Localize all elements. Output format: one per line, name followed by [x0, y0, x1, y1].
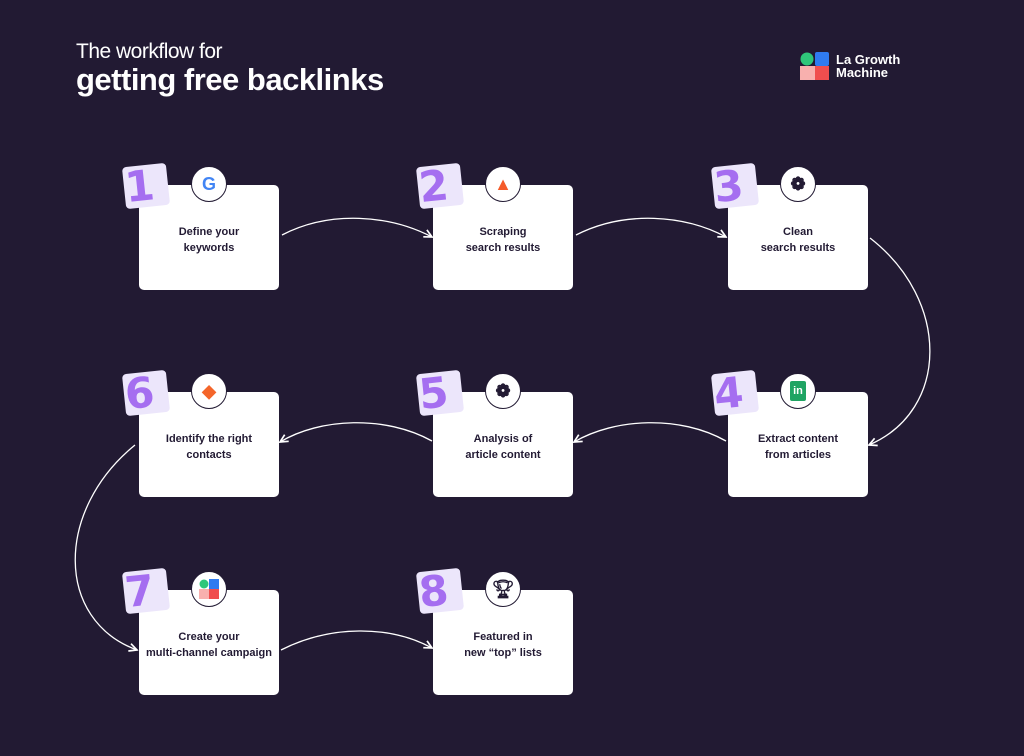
openai-icon: ❁ [485, 373, 521, 409]
step-number: 5 [415, 369, 465, 417]
step-label: multi-channel campaign [146, 646, 272, 659]
step-card-3: 3 ❁ Clean search results [710, 162, 868, 290]
logo-text-2: Machine [836, 65, 889, 80]
step-label: Clean [783, 225, 813, 238]
arrow-2-3 [575, 217, 726, 237]
sheets-icon: in [780, 373, 816, 409]
step-number: 4 [710, 369, 760, 417]
step-number: 6 [121, 369, 171, 417]
lagrowthmachine-icon [191, 571, 227, 607]
step-number: 7 [121, 567, 171, 615]
openai-icon: ❁ [780, 166, 816, 202]
trophy-icon: 🏆︎ [485, 571, 521, 607]
step-label: new “top” lists [464, 646, 542, 659]
step-number: 1 [121, 162, 171, 210]
step-label: Define your [178, 225, 240, 238]
arrow-5-6 [280, 422, 433, 442]
apify-icon: ▲ [485, 166, 521, 202]
step-card-2: 2 ▲ Scraping search results [415, 162, 573, 290]
arrow-7-8 [280, 630, 432, 651]
arrow-1-2 [281, 217, 432, 237]
step-label: contacts [186, 448, 232, 461]
arrow-3-4 [869, 237, 931, 445]
arrow-6-7 [74, 444, 137, 650]
step-label: Identify the right [165, 432, 253, 445]
logo-text-1: La Growth [836, 52, 901, 67]
page-title: getting free backlinks [76, 62, 384, 97]
step-label: Extract content [757, 432, 839, 445]
title-line1: The workflow for [76, 40, 223, 63]
step-label: Featured in [473, 630, 533, 643]
step-label: Scraping [479, 225, 527, 238]
step-label: article content [465, 448, 541, 461]
step-label: from articles [764, 448, 831, 461]
step-number: 8 [415, 567, 465, 615]
step-card-5: 5 ❁ Analysis of article content [415, 369, 573, 497]
step-number: 2 [415, 162, 465, 210]
step-label: Create your [178, 630, 240, 643]
step-label: keywords [183, 241, 235, 254]
step-card-8: 8 🏆︎ Featured in new “top” lists [415, 567, 573, 695]
step-card-6: 6 ◆ Identify the right contacts [121, 369, 279, 497]
step-label: search results [760, 241, 836, 254]
dropcontact-icon: ◆ [191, 373, 227, 409]
logo-icon [800, 52, 829, 80]
arrow-4-5 [574, 422, 727, 442]
step-number: 3 [710, 162, 760, 210]
step-label: Analysis of [473, 432, 533, 445]
google-icon: G [191, 166, 227, 202]
step-label: search results [465, 241, 541, 254]
